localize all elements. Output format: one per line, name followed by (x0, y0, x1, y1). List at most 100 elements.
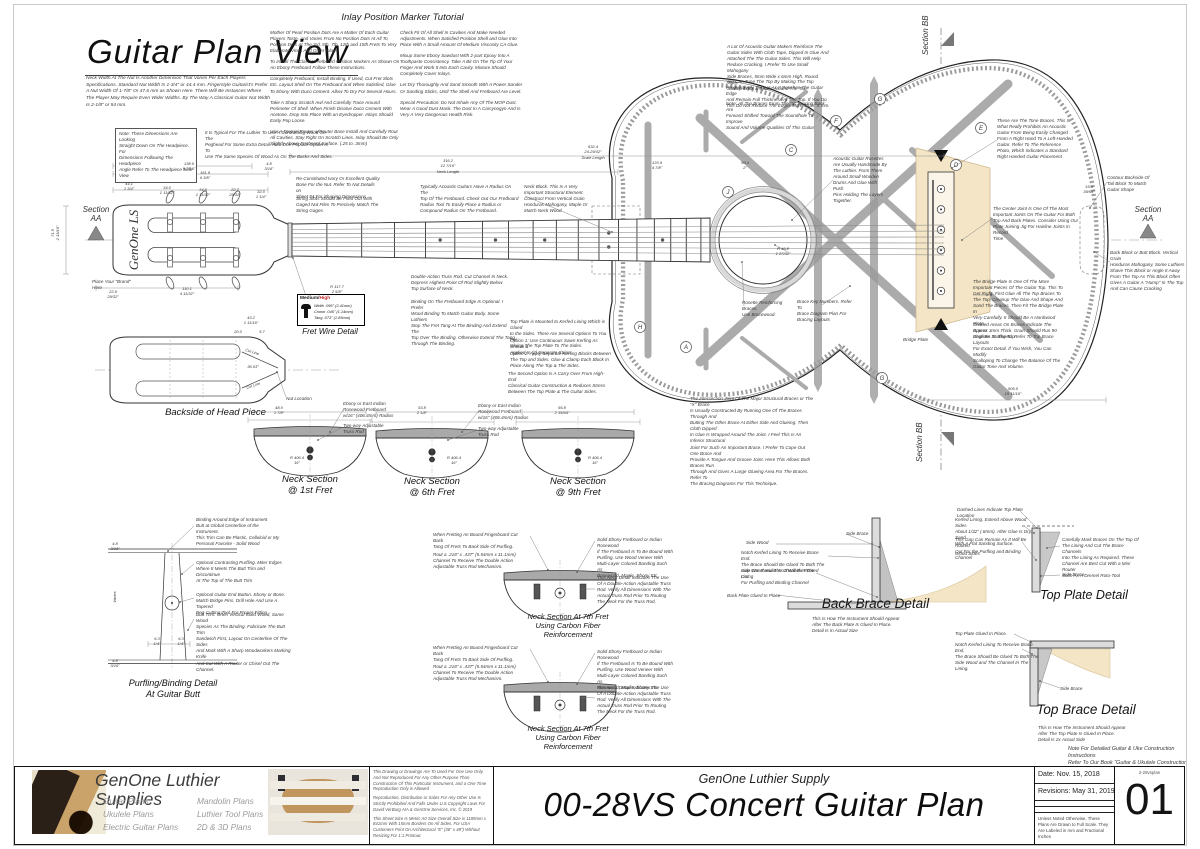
tutorial-title: Inlay Position Marker Tutorial (341, 12, 464, 23)
tutorial-paragraph: Let Dry Thoroughly And Sand Smooth With … (400, 82, 523, 94)
dimension-label: R 406.4 16" (587, 455, 602, 466)
dimension-label: 71.5 2 13/16" (50, 225, 61, 241)
leader-lines (167, 139, 1111, 699)
dimension-label: 138.0 5 7/16" (182, 161, 196, 172)
sheet-number: 01 (1125, 775, 1174, 825)
dimension-label: 22.9 29/32" (107, 289, 119, 300)
guitar-photo-right (268, 769, 368, 835)
dimension-label: 632.4 24-29/32" Scale Length (581, 144, 605, 160)
back-brace-detail (787, 517, 987, 610)
section-markers: Section AA Section AA Section BB Section… (83, 15, 1162, 462)
annotation-note: This Neck Detail Indicates The Use Of A … (597, 685, 671, 715)
legal-text: This Drawing or Drawings Are To Used For… (370, 767, 494, 844)
annotation-note: Solid Ebony Fretboard or Indian Rosewood (597, 649, 662, 661)
x-brace-leg (695, 79, 1013, 367)
annotation-note: Neck Block. This Is A Very Important Str… (524, 184, 588, 214)
annotation-note: When Fretting An Bound Fingerboard Cut B… (433, 532, 518, 550)
dimension-label: Varies (112, 591, 117, 603)
neck-fretboard (291, 217, 945, 263)
fret-wire-grade: Medium/High (300, 296, 331, 301)
annotation-note: Place Your "Brand" Here (92, 279, 131, 291)
svg-text:J: J (726, 190, 731, 196)
annotation-note: Binding On The Fretboard Edge Is Optiona… (411, 299, 515, 347)
dimension-label: 34.0 1 11/32" (159, 185, 175, 196)
dimension-label: 34.0 1 11/32" (195, 187, 211, 198)
dimension-label: R 406.4 16" (289, 455, 304, 466)
dimension-label: 44.1 1 3/4" (123, 181, 135, 192)
strings (291, 224, 945, 256)
annotation-note: Acoustic Guitar Rosettes Are Usually Han… (833, 156, 887, 204)
frets (326, 218, 702, 262)
annotation-note: Dashed Lines Indicate Top Plate Location (957, 507, 1023, 519)
annotation-note: Two-way Adjustable Truss Rod (343, 423, 384, 435)
annotation-note: Solid Ebony Fretboard or Indian Rosewood (597, 537, 662, 549)
product-item: Luthier Tool Plans (197, 808, 264, 819)
product-item: Electric Guitar Plans (103, 821, 179, 832)
fret-wire-spec-box: Medium/High Width .095" (2.41mm) Crown .… (297, 294, 365, 326)
dimension-label: 15.4 39/64" (1083, 184, 1095, 195)
detail-title: Neck Section @ 6th Fret (404, 476, 460, 499)
annotation-note: Gap Can Remain As It Will Be Routed Out … (741, 568, 819, 586)
annotation-note: Shaded Areas On Braces Indicate The Brac… (973, 322, 1061, 370)
annotation-note: Optional Guitar End Button. Ebony or Bon… (196, 592, 286, 616)
legal-paragraph: This Drawing or Drawings Are To Used For… (373, 769, 487, 792)
annotation-note: Two-way Adjustable Truss Rod (478, 426, 519, 438)
brace-key-bubble (874, 93, 886, 105)
bridge-pins (936, 184, 946, 296)
annotation-note: Ebony or East Indian Rosewood Fretboard … (478, 403, 529, 421)
annotation-note: Option 1: Use Continuous Sawn Kerfing As… (510, 338, 598, 356)
brace-key-bubble (634, 321, 646, 333)
annotation-note: Kerfed Lining. Extend Above Wood Sides A… (955, 517, 1032, 547)
annotation-note: Notch Kerfed Lining To Receive Brace End… (955, 642, 1039, 672)
brand-line: GenOne Luthier Supply (698, 772, 830, 786)
brace-key-bubble (680, 341, 692, 353)
annotation-note: Back Block or Butt Block. Vertical Grain… (1110, 250, 1185, 292)
cut-line (241, 371, 279, 389)
tutorial-paragraph: Mixup Some Ebony Sawdust With 2-part Epo… (400, 53, 513, 77)
svg-text:G: G (878, 97, 883, 103)
section-bb-bottom: Section BB (915, 422, 924, 462)
cut-line (241, 351, 279, 369)
annotation-note: String Slots Should Be Filed Out With Ga… (296, 196, 379, 214)
finger-brace (740, 90, 808, 144)
fret-wire-specs: Width .095" (2.41mm) Crown .045" (1.14mm… (314, 303, 354, 320)
dimension-label: 4.8 3/16" (110, 541, 120, 552)
dimension-label: 20.0 (234, 329, 242, 334)
dimension-label: 123.9 4 7/8" (651, 160, 663, 171)
annotation-note: Note: All Top Braces From The "X" Bracin… (726, 101, 825, 131)
detail-title: Neck Section At 7th Fret Using Carbon Fi… (527, 724, 609, 751)
dimension-label: R 406.4 16" (446, 455, 461, 466)
fret-wire-icon (301, 304, 311, 319)
annotation-note: A Lot Of Acoustic Guitar Makers Reinforc… (727, 44, 829, 92)
detail-title: Back Brace Detail (821, 596, 930, 611)
annotation-note: This Is How The Instrument Should Appear… (1038, 725, 1126, 743)
company-name: GenOne Luthier Supplies (95, 770, 220, 810)
date-row: Date: Nov. 15, 2018 (1035, 767, 1114, 784)
svg-text:E: E (979, 126, 984, 132)
annotation-note: Rosette Reinforcing Braces. Use Bracewoo… (742, 300, 783, 318)
section-bb-top: Section BB (921, 15, 930, 55)
annotation-note: Top Plate Glued In Place. (955, 631, 1007, 636)
file-code: 2-28vsplan (1138, 770, 1161, 775)
svg-text:D: D (954, 163, 959, 169)
dimension-label: 50.4 2" (741, 160, 749, 171)
annotation-note: This Neck Detail Indicates The Use Of A … (597, 575, 671, 605)
section-aa-right: Section (1135, 205, 1162, 214)
headstock-slot (147, 247, 241, 263)
purfling-butt-detail (108, 548, 237, 664)
annotation-note: This Is How The Instrument Should Appear… (812, 616, 900, 634)
detail-title: Neck Section @ 9th Fret (550, 476, 606, 499)
top-brace-detail (1029, 640, 1115, 707)
svg-text:F: F (834, 119, 838, 125)
brace-key-bubble (950, 159, 962, 171)
dimension-label: 36.03° (247, 364, 259, 369)
tutorial-paragraph: Completely Fretboard, Install Binding, I… (270, 76, 397, 94)
dimension-label: R 117.7 2 5/8" (330, 284, 344, 295)
svg-text:H: H (638, 325, 643, 331)
